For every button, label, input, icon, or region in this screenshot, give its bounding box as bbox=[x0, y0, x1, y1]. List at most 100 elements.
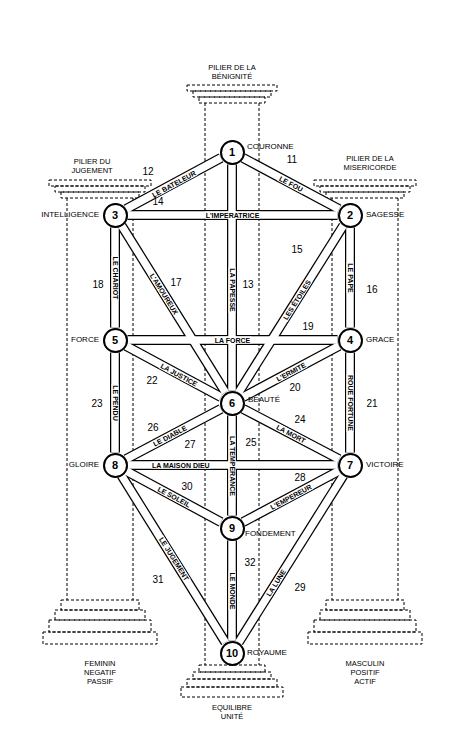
path-label: L'ERMITE bbox=[274, 360, 308, 382]
path-band-fill bbox=[243, 158, 339, 209]
path-label: LA LUNE bbox=[264, 568, 287, 599]
sephira-number: 2 bbox=[347, 210, 353, 221]
path-band-fill bbox=[122, 476, 226, 643]
pillar-base bbox=[199, 665, 265, 672]
sephira-name: BEAUTÉ bbox=[248, 396, 280, 404]
path-band-fill bbox=[126, 409, 221, 459]
pillar-shaft bbox=[133, 198, 134, 600]
sephira-number: 3 bbox=[112, 210, 118, 221]
sephira-name: FONDEMENT bbox=[245, 530, 296, 538]
path-band bbox=[345, 228, 355, 328]
path-band bbox=[227, 165, 237, 391]
sephira-circle: 9FONDEMENT bbox=[220, 516, 245, 541]
sephira-name: GLOIRE bbox=[69, 461, 99, 469]
pillar-label: PILIER DE LA BÉNIGNITÉ bbox=[202, 63, 262, 81]
path-band bbox=[126, 346, 221, 397]
pillar-base bbox=[55, 610, 145, 620]
pillar-base bbox=[187, 679, 277, 687]
path-label: LA TEMPÉRANCE bbox=[229, 434, 236, 496]
path-band bbox=[128, 335, 338, 345]
path-band-fills bbox=[115, 158, 350, 643]
path-band-fill bbox=[122, 226, 226, 393]
sephira-number: 1 bbox=[229, 147, 235, 158]
sephira-name: SAGESSE bbox=[366, 211, 404, 219]
path-number: 25 bbox=[245, 438, 256, 448]
pillar-label: FEMININ NEGATIF PASSIF bbox=[80, 659, 120, 686]
path-band bbox=[122, 476, 226, 643]
path-label: LES ÉTOILES bbox=[281, 278, 312, 322]
path-label: LA PAPESSE bbox=[229, 267, 236, 313]
path-number: 16 bbox=[366, 285, 377, 295]
path-number: 26 bbox=[147, 423, 158, 433]
pillar-label: PILIER DE LA MISERICORDE bbox=[340, 154, 400, 172]
path-label: LE BATELEUR bbox=[150, 168, 198, 198]
path-band bbox=[227, 541, 237, 641]
path-band-fill bbox=[228, 165, 236, 391]
path-band bbox=[243, 346, 339, 397]
sephira-number: 6 bbox=[229, 398, 235, 409]
pillar-shaft bbox=[67, 198, 68, 600]
sephira-name: VICTOIRE bbox=[366, 461, 404, 469]
sephira-circle: 6BEAUTÉ bbox=[220, 391, 245, 416]
path-band-fill bbox=[243, 409, 339, 459]
path-band-fill bbox=[346, 353, 354, 453]
path-label: LE CHARIOT bbox=[112, 255, 119, 300]
path-band-fill bbox=[228, 416, 236, 516]
path-band-fill bbox=[126, 471, 221, 522]
sephira-circle: 2SAGESSE bbox=[338, 203, 363, 228]
path-band bbox=[239, 476, 344, 643]
path-number: 14 bbox=[152, 197, 163, 207]
path-band bbox=[126, 409, 221, 459]
path-band-fill bbox=[346, 228, 354, 328]
path-label: LA MORT bbox=[274, 423, 307, 445]
pillar-capital bbox=[55, 186, 145, 192]
sephira-number: 7 bbox=[347, 460, 353, 471]
path-band-fill bbox=[128, 336, 338, 344]
path-number: 12 bbox=[142, 167, 153, 177]
path-number: 24 bbox=[294, 415, 305, 425]
pillar-base bbox=[193, 672, 271, 679]
sephira-number: 8 bbox=[112, 460, 118, 471]
path-number: 11 bbox=[287, 155, 297, 165]
path-label: LE PENDU bbox=[112, 384, 119, 421]
pillar-capital bbox=[193, 91, 271, 97]
pillar-capital bbox=[199, 97, 265, 103]
pillar-base bbox=[326, 600, 404, 610]
path-number: 27 bbox=[184, 440, 195, 450]
sephira-circle: 5FORCE bbox=[103, 328, 128, 353]
path-label: L'IMPERATRICE bbox=[205, 212, 261, 219]
sephira-name: INTELLIGENCE bbox=[41, 211, 99, 219]
path-label: ROUE FORTUNE bbox=[347, 374, 354, 432]
path-band bbox=[243, 158, 339, 209]
sephira-number: 4 bbox=[347, 335, 353, 346]
path-label: LE PAPE bbox=[347, 262, 354, 293]
sephira-number: 9 bbox=[229, 523, 235, 534]
path-label: LE MONDE bbox=[229, 571, 236, 610]
sephira-circle: 8GLOIRE bbox=[103, 453, 128, 478]
path-band-fill bbox=[111, 228, 119, 328]
sephira-name: ROYAUME bbox=[247, 649, 287, 657]
pillar-base bbox=[314, 620, 416, 632]
path-band bbox=[239, 226, 344, 393]
path-label: LA FORCE bbox=[214, 337, 252, 344]
path-band bbox=[128, 210, 338, 220]
path-band bbox=[126, 158, 221, 209]
path-number: 13 bbox=[242, 280, 253, 290]
path-band-fill bbox=[126, 346, 221, 397]
path-band-fill bbox=[111, 353, 119, 453]
sephira-circle: 3INTELLIGENCE bbox=[103, 203, 128, 228]
path-number: 19 bbox=[302, 322, 313, 332]
path-band-fill bbox=[228, 541, 236, 641]
pillar-label: PILIER DU JUGEMENT bbox=[67, 157, 117, 175]
pillar-base bbox=[320, 610, 410, 620]
path-band bbox=[243, 409, 339, 459]
path-bands bbox=[115, 158, 350, 643]
path-band-fill bbox=[243, 471, 339, 522]
sephira-name: FORCE bbox=[71, 336, 99, 344]
path-number: 18 bbox=[92, 280, 103, 290]
pillar-base bbox=[43, 632, 157, 644]
